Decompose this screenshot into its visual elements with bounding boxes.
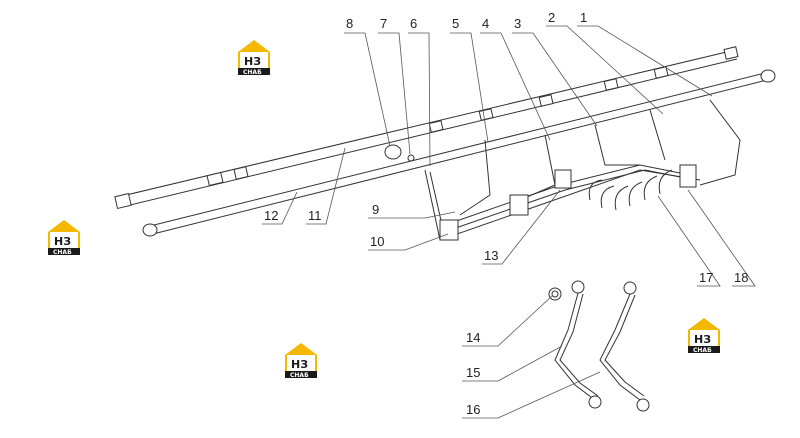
callout-labels: 1 2 3 4 5 6 7 8 9 10 11 12 13 14 15 16 1… bbox=[264, 10, 748, 417]
callout-2: 2 bbox=[548, 10, 555, 25]
nut-8 bbox=[384, 144, 402, 160]
brand-logo-2: НЗ СНАБ bbox=[48, 220, 80, 256]
callout-9: 9 bbox=[372, 202, 379, 217]
svg-text:СНАБ: СНАБ bbox=[53, 249, 72, 256]
callout-17: 17 bbox=[699, 270, 713, 285]
callout-8: 8 bbox=[346, 16, 353, 31]
callout-13: 13 bbox=[484, 248, 498, 263]
callout-14: 14 bbox=[466, 330, 480, 345]
hose-16 bbox=[599, 281, 650, 412]
washer-7 bbox=[407, 154, 415, 162]
callout-1: 1 bbox=[580, 10, 587, 25]
leader-lines bbox=[262, 25, 756, 419]
ring-14 bbox=[548, 287, 562, 301]
callout-5: 5 bbox=[452, 16, 459, 31]
fuel-rail-12 bbox=[142, 69, 776, 237]
svg-text:СНАБ: СНАБ bbox=[243, 69, 262, 76]
clamps bbox=[439, 164, 697, 241]
callout-11: 11 bbox=[308, 208, 322, 223]
callout-16: 16 bbox=[466, 402, 480, 417]
callout-3: 3 bbox=[514, 16, 521, 31]
brand-logo-1: НЗ СНАБ bbox=[238, 40, 270, 76]
svg-text:СНАБ: СНАБ bbox=[290, 372, 309, 379]
brand-logo-3: НЗ СНАБ bbox=[285, 343, 317, 379]
pipe-hooks bbox=[588, 169, 673, 211]
fuel-rail-11 bbox=[114, 46, 739, 210]
callout-10: 10 bbox=[370, 234, 384, 249]
svg-text:НЗ: НЗ bbox=[291, 358, 308, 371]
svg-text:СНАБ: СНАБ bbox=[693, 347, 712, 354]
callout-4: 4 bbox=[482, 16, 489, 31]
callout-6: 6 bbox=[410, 16, 417, 31]
callout-18: 18 bbox=[734, 270, 748, 285]
brand-logo-4: НЗ СНАБ bbox=[688, 318, 720, 354]
callout-15: 15 bbox=[466, 365, 480, 380]
injector-pipes bbox=[424, 99, 741, 241]
svg-text:НЗ: НЗ bbox=[244, 55, 261, 68]
callout-12: 12 bbox=[264, 208, 278, 223]
hose-15 bbox=[554, 280, 602, 409]
svg-text:НЗ: НЗ bbox=[54, 235, 71, 248]
svg-text:НЗ: НЗ bbox=[694, 333, 711, 346]
callout-7: 7 bbox=[380, 16, 387, 31]
